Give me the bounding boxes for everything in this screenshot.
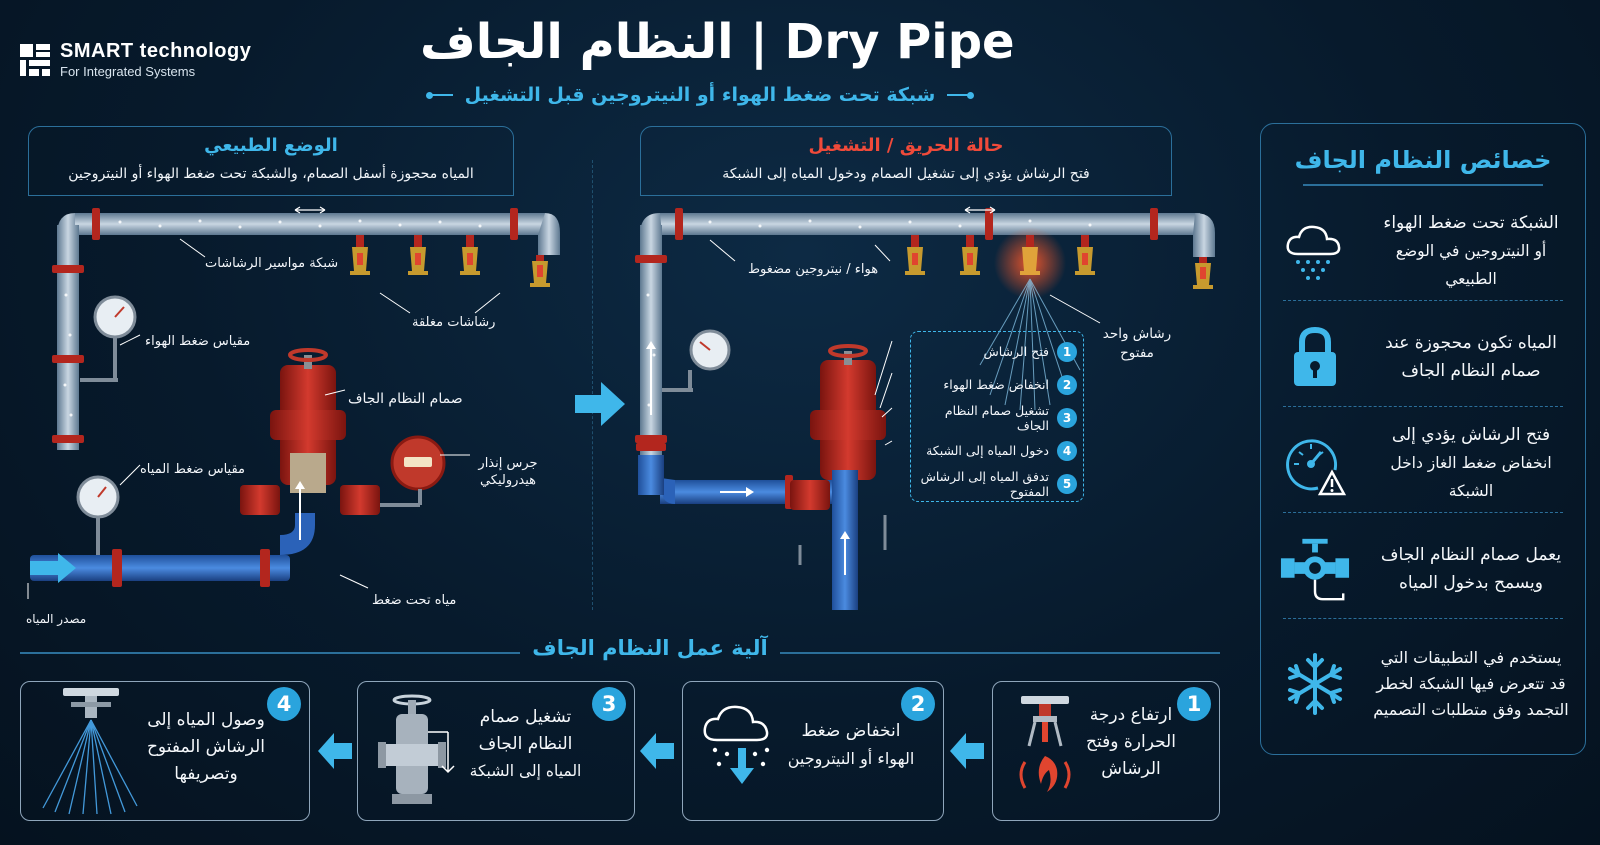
fire-panel-divider [640, 195, 1172, 196]
fire-state-diagram [635, 206, 1215, 610]
feature-separator [1283, 300, 1563, 301]
page-title: النظام الجاف | Dry Pipe [420, 14, 1015, 70]
mechanism-line-left [20, 652, 520, 654]
feature-separator [1283, 406, 1563, 407]
top-sprinkler-pipe [75, 213, 545, 235]
label-dry-valve: صمام النظام الجاف [348, 391, 463, 407]
gauge-warning-icon [1279, 427, 1351, 499]
closed-sprinklers [350, 235, 550, 287]
flow-arrow-icon [640, 733, 674, 769]
features-panel: خصائص النظام الجاف الشبكة تحت ضغط الهواء… [1260, 123, 1586, 755]
pressure-drop-icon [703, 705, 770, 784]
mechanism-line-right [780, 652, 1220, 654]
brand-logo: SMART technology For Integrated Systems [20, 40, 251, 79]
logo-mark-icon [20, 43, 50, 76]
label-alarm-bell: جرس إنذار هيدروليكي [478, 456, 538, 488]
label-water-gauge: مقياس ضغط المياه [140, 462, 245, 477]
card-number: 3 [592, 687, 626, 721]
features-underline [1303, 184, 1543, 186]
transition-arrow-icon [575, 382, 625, 426]
flow-arrow-icon [950, 733, 984, 769]
features-title: خصائص النظام الجاف [1294, 146, 1552, 174]
brand-tagline: For Integrated Systems [60, 64, 196, 79]
label-pressurized-water: مياه تحت ضغط [372, 593, 457, 608]
dry-valve-icon [240, 348, 380, 515]
cloud-pressure-icon [1279, 215, 1351, 287]
normal-panel-divider [28, 195, 514, 196]
card-number: 4 [267, 687, 301, 721]
normal-panel-description: المياه محجوزة أسفل الصمام، والشبكة تحت ض… [68, 166, 474, 182]
flow-arrow-icon [318, 733, 352, 769]
section-divider [592, 160, 593, 610]
label-pressurized-gas: هواء / نيتروجين مضغوط [748, 262, 879, 277]
label-open-sprinkler: رشاش واحد مفتوح [1102, 326, 1172, 361]
brand-name: SMART technology [60, 40, 252, 62]
normal-panel: الوضع الطبيعي المياه محجوزة أسفل الصمام،… [28, 126, 514, 196]
lock-icon [1279, 321, 1351, 393]
label-sprinkler-pipes: شبكة مواسير الرشاشات [205, 256, 339, 271]
subtitle-line-left [425, 91, 453, 99]
dry-valve-open-icon [790, 344, 886, 510]
card-number: 2 [901, 687, 935, 721]
normal-state-diagram [27, 206, 560, 599]
fire-panel: حالة الحريق / التشغيل فتح الرشاش يؤدي إل… [640, 126, 1172, 196]
page-subtitle: شبكة تحت ضغط الهواء أو النيتروجين قبل ال… [464, 84, 936, 106]
snowflake-icon [1279, 648, 1351, 720]
subtitle-line-right [947, 91, 975, 99]
open-sprinkler-icon [1020, 235, 1040, 275]
normal-panel-title: الوضع الطبيعي [204, 135, 338, 156]
dry-valve-small-icon [378, 694, 455, 804]
water-source-arrow-icon [30, 553, 76, 583]
heat-sprinkler-icon [1019, 696, 1071, 792]
feature-separator [1283, 618, 1563, 619]
fire-panel-description: فتح الرشاش يؤدي إلى تشغيل الصمام ودخول ا… [722, 166, 1090, 182]
card-number: 1 [1177, 687, 1211, 721]
mechanism-title: آلية عمل النظام الجاف [532, 636, 768, 660]
page-subtitle-row: شبكة تحت ضغط الهواء أو النيتروجين قبل ال… [420, 84, 980, 106]
valve-icon [1279, 533, 1351, 605]
label-water-source: مصدر المياه [26, 612, 87, 626]
label-air-gauge: مقياس ضغط الهواء [145, 334, 251, 349]
water-spray-icon [42, 688, 138, 815]
fire-panel-title: حالة الحريق / التشغيل [808, 135, 1004, 156]
water-supply-pipe [30, 555, 290, 581]
label-closed-sprinklers: رشاشات مغلقة [412, 315, 496, 330]
feature-separator [1283, 512, 1563, 513]
